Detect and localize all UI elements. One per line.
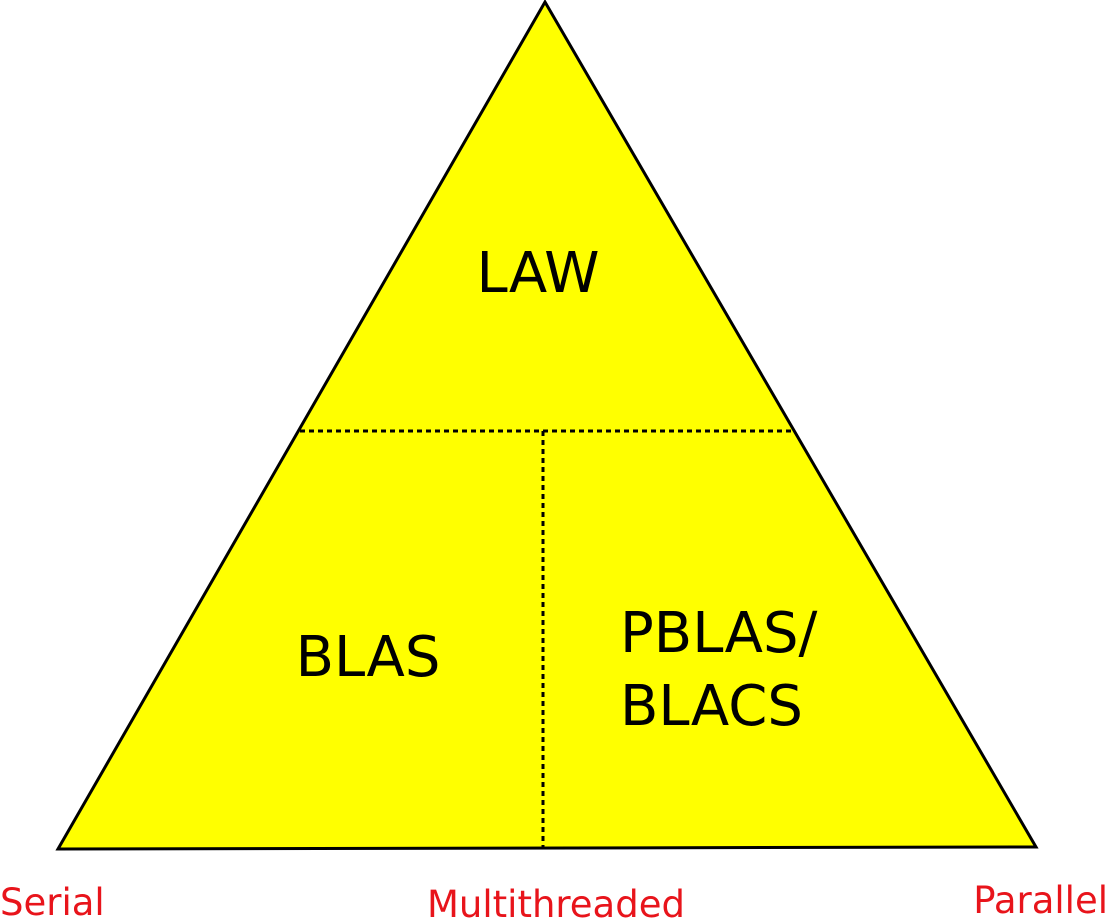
region-label-blas: BLAS [296, 625, 441, 690]
axis-label-multithreaded: Multithreaded [427, 883, 685, 920]
axis-label-serial: Serial [0, 881, 105, 920]
region-label-law: LAW [476, 241, 599, 306]
axis-label-parallel: Parallel [973, 879, 1108, 920]
region-label-pblas: PBLAS/ [620, 601, 818, 666]
triangle [55, 0, 1039, 851]
region-label-blacs: BLACS [620, 674, 803, 739]
